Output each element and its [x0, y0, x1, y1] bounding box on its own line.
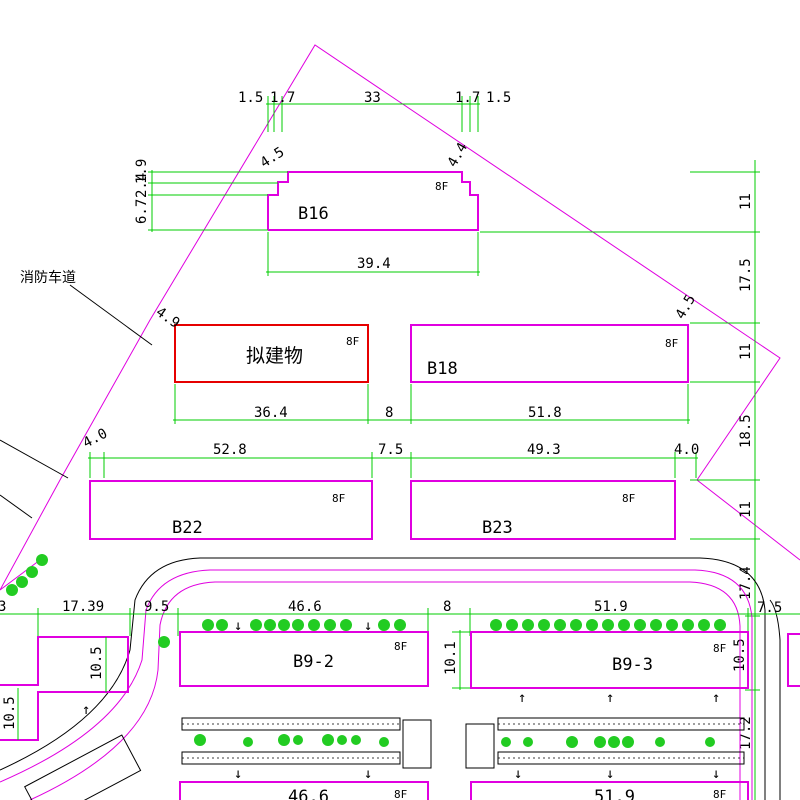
b9-2-floors: 8F: [394, 640, 407, 653]
tree-cluster-left: [6, 554, 48, 596]
svg-text:↓: ↓: [364, 618, 372, 634]
building-b16: B16 8F: [267, 171, 479, 231]
dim-row2-3: 51.8: [528, 405, 562, 421]
dim-row3-1: 4.0: [80, 426, 110, 452]
svg-text:↑: ↑: [712, 690, 720, 706]
svg-text:↓: ↓: [364, 766, 372, 782]
bottom-right-label: 51.9: [594, 787, 635, 800]
parking-left: [181, 717, 432, 769]
building-b9-2: B9-2 8F: [179, 631, 429, 687]
dim-top-2: 1.7: [270, 90, 295, 106]
dim-row2-1: 36.4: [254, 405, 288, 421]
boundary-leader-1: [0, 439, 69, 479]
dim-side-3: 6.7: [134, 199, 150, 224]
tree-row-top: [158, 619, 726, 648]
dim-right-1: 11: [738, 193, 754, 210]
b9-height-dims: 10.1: [443, 630, 470, 690]
b22-floors: 8F: [332, 492, 345, 505]
svg-text:↑: ↑: [606, 690, 614, 706]
dim-row4-4: 46.6: [288, 599, 322, 615]
left-height-1: 10.5: [89, 646, 105, 680]
dim-top-4: 1.7: [455, 90, 480, 106]
b23-floors: 8F: [622, 492, 635, 505]
b16-side-dims: 1.9 2.4 6.7: [134, 159, 288, 232]
row3-dims: 4.0 52.8 7.5 49.3 4.0: [80, 426, 699, 478]
dim-right-5: 11: [738, 501, 754, 518]
b18-label: B18: [427, 359, 458, 379]
dim-right-4: 18.5: [738, 414, 754, 448]
svg-text:↑: ↑: [518, 690, 526, 706]
proposed-floors: 8F: [346, 335, 359, 348]
b9-3-floors: 8F: [713, 642, 726, 655]
parking-cars-left: [24, 734, 142, 800]
dim-row4-1: 3: [0, 599, 6, 615]
dim-row4-6: 51.9: [594, 599, 628, 615]
fire-lane-label: 消防车道: [20, 269, 76, 286]
b23-label: B23: [482, 518, 513, 538]
fire-lane-leader: [69, 284, 153, 346]
dim-row3-3: 7.5: [378, 442, 403, 458]
row2-dims: 36.4 8 51.8: [173, 384, 690, 424]
flow-arrows: ↓ ↓ ↑ ↑ ↑ ↓ ↓ ↓ ↓ ↓: [234, 618, 720, 782]
svg-text:↓: ↓: [234, 766, 242, 782]
dim-right-3: 11: [738, 343, 754, 360]
dim-row3-4: 49.3: [527, 442, 561, 458]
arrow-up-icon: ↑: [82, 702, 90, 718]
building-b22: B22 8F: [89, 480, 373, 540]
left-buildings: 10.5 10.5 ↑: [0, 636, 129, 741]
dim-right-7: 17.2: [738, 716, 754, 750]
building-b9-3: B9-3 8F: [470, 631, 749, 689]
building-bottom-right: 51.9 8F: [470, 781, 749, 800]
dim-row4-3: 9.5: [144, 599, 169, 615]
b16-right-offset: 4.4: [445, 140, 472, 170]
boundary-leader-2: [0, 494, 33, 519]
b9-3-label: B9-3: [612, 655, 653, 675]
building-edge-right: [787, 633, 800, 687]
left-height-2: 10.5: [2, 696, 18, 730]
b16-floors: 8F: [435, 180, 448, 193]
b9-3-height: 10.1: [443, 641, 459, 675]
dim-row4-2: 17.39: [62, 599, 104, 615]
building-b18: B18 8F: [410, 324, 689, 383]
b16-label: B16: [298, 204, 329, 224]
b16-width-dim: 39.4: [266, 232, 480, 276]
bottom-left-floors: 8F: [394, 788, 407, 800]
dim-row3-2: 52.8: [213, 442, 247, 458]
proposed-label: 拟建物: [246, 345, 303, 367]
road: [0, 557, 781, 800]
dim-side-1: 1.9: [134, 159, 150, 184]
b16-top-dims: 1.5 1.7 33 1.7 1.5: [238, 90, 511, 132]
b22-label: B22: [172, 518, 203, 538]
b9-2-label: B9-2: [293, 652, 334, 672]
svg-text:↓: ↓: [514, 766, 522, 782]
svg-text:↓: ↓: [712, 766, 720, 782]
dim-row4-5: 8: [443, 599, 451, 615]
b18-offset: 4.5: [673, 292, 700, 322]
dim-top-3: 33: [364, 90, 381, 106]
bottom-right-floors: 8F: [713, 788, 726, 800]
dim-row3-5: 4.0: [674, 442, 699, 458]
bottom-left-label: 46.6: [288, 787, 329, 800]
svg-text:↓: ↓: [606, 766, 614, 782]
proposed-building: 拟建物 8F: [174, 324, 369, 383]
dim-side-2: 2.4: [134, 173, 150, 198]
b16-width: 39.4: [357, 256, 391, 272]
parking-right: [465, 717, 745, 769]
dim-right-2: 17.5: [738, 258, 754, 292]
dim-top-1: 1.5: [238, 90, 263, 106]
dim-top-5: 1.5: [486, 90, 511, 106]
building-bottom-left: 46.6 8F: [179, 781, 429, 800]
svg-text:↓: ↓: [234, 618, 242, 634]
b18-floors: 8F: [665, 337, 678, 350]
building-b23: B23 8F: [410, 480, 676, 540]
b16-left-offset: 4.5: [257, 144, 287, 171]
dim-row2-2: 8: [385, 405, 393, 421]
